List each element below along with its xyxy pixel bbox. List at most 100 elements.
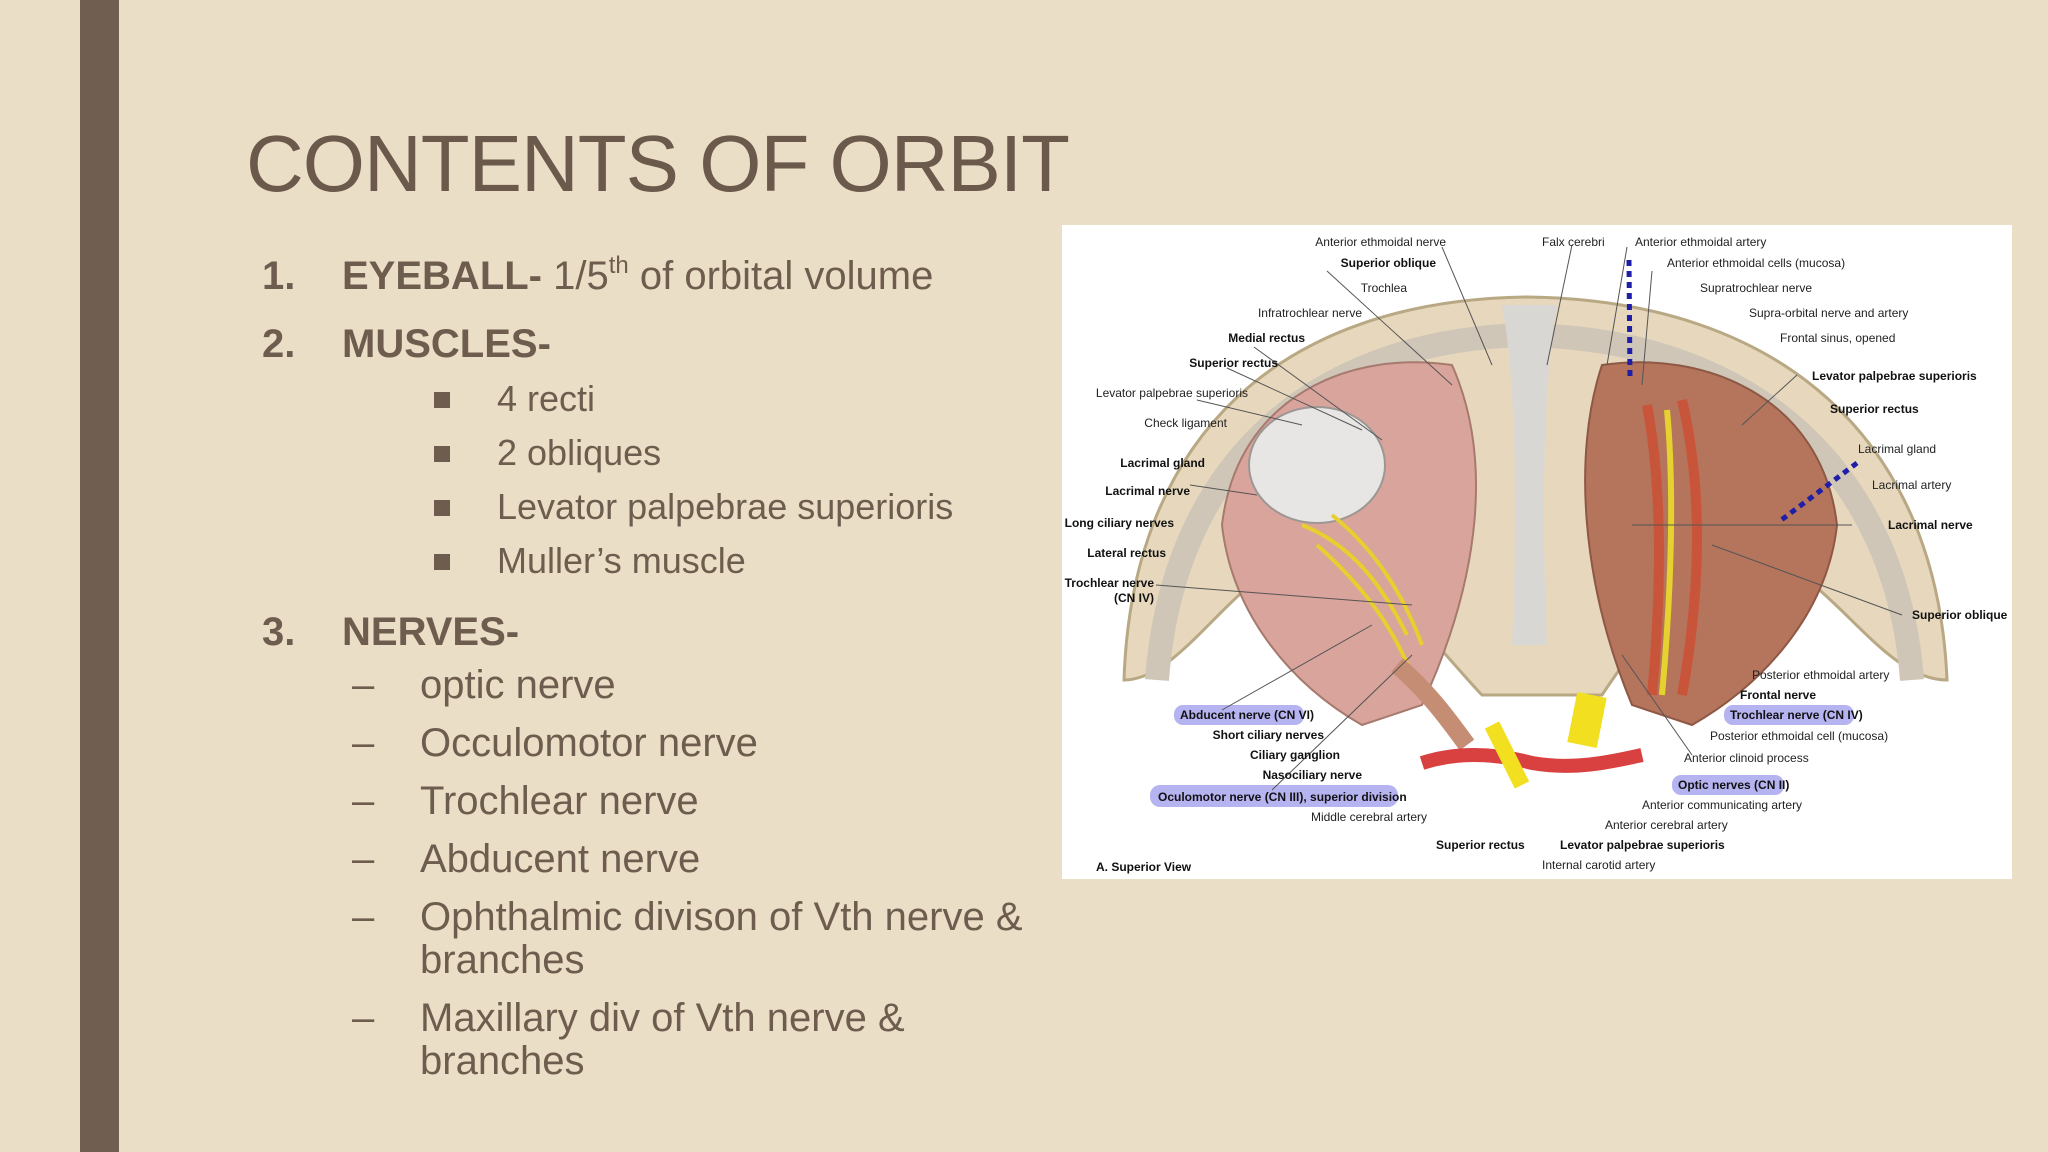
label-ant-ethmoidal-artery: Anterior ethmoidal artery [1635, 235, 1766, 249]
label-lacrimal-gland-right: Lacrimal gland [1858, 442, 1936, 456]
label-optic-nerves: Optic nerves (CN II) [1678, 778, 1789, 792]
label-long-ciliary: Long ciliary nerves [1065, 516, 1175, 530]
optic-nerve-right [1567, 692, 1607, 748]
label-trochlear-nerve-left-1: Trochlear nerve [1065, 576, 1155, 590]
label-lacrimal-artery: Lacrimal artery [1872, 478, 1951, 492]
label-abducent-nerve: Abducent nerve (CN VI) [1180, 708, 1314, 722]
eyeball-fraction: 1/5 [542, 254, 609, 298]
muscle-list: 4 recti 2 obliques Levator palpebrae sup… [262, 372, 1062, 588]
label-oculomotor: Oculomotor nerve (CN III), superior divi… [1158, 790, 1407, 804]
label-superior-oblique-right: Superior oblique [1912, 608, 2008, 622]
list-item: –Maxillary div of Vth nerve & branches [352, 996, 905, 1083]
label-superior-rectus-bottom: Superior rectus [1436, 838, 1525, 852]
label-highlight [1150, 785, 1398, 807]
label-lateral-rectus: Lateral rectus [1087, 546, 1166, 560]
label-medial-rectus: Medial rectus [1228, 331, 1305, 345]
label-lacrimal-nerve-right: Lacrimal nerve [1888, 518, 1973, 532]
right-orbit [1584, 361, 1839, 727]
label-highlight [1724, 705, 1854, 725]
orbit-illustration: Anterior ethmoidal nerve Falx cerebri An… [1065, 235, 2008, 874]
slide-title: CONTENTS OF ORBIT [246, 119, 1070, 208]
section-muscles: 2. MUSCLES- 4 recti 2 obliques Levator p… [262, 318, 1062, 588]
label-check-ligament: Check ligament [1144, 416, 1227, 430]
label-middle-cerebral: Middle cerebral artery [1311, 810, 1427, 824]
label-levator-bottom: Levator palpebrae superioris [1560, 838, 1725, 852]
list-item: 4 recti [262, 372, 1062, 426]
superscript-th: th [608, 252, 629, 279]
label-nasociliary: Nasociliary nerve [1263, 768, 1363, 782]
label-supratrochlear: Supratrochlear nerve [1700, 281, 1812, 295]
falx-region [1502, 305, 1557, 645]
section-nerves: 3. NERVES- –optic nerve –Occulomotor ner… [262, 606, 1062, 1083]
label-lacrimal-gland-left: Lacrimal gland [1120, 456, 1205, 470]
section-eyeball: 1. EYEBALL- 1/5th of orbital volume [262, 250, 1062, 302]
left-eyeball [1248, 406, 1386, 524]
label-trochlear-nerve-left-2: (CN IV) [1114, 591, 1154, 605]
label-levator-left: Levator palpebrae superioris [1096, 386, 1248, 400]
list-item: –Ophthalmic divison of Vth nerve & branc… [352, 895, 1023, 982]
section-heading: MUSCLES- [342, 322, 551, 366]
label-post-ethmoidal-artery: Posterior ethmoidal artery [1752, 668, 1889, 682]
label-infratrochlear: Infratrochlear nerve [1258, 306, 1362, 320]
dash-bullet: – [352, 895, 375, 939]
label-ant-ethmoidal-cells: Anterior ethmoidal cells (mucosa) [1667, 256, 1845, 270]
accent-side-bar [80, 0, 119, 1152]
label-post-ethmoidal-cell: Posterior ethmoidal cell (mucosa) [1710, 729, 1888, 743]
leader-lines [1155, 244, 1903, 791]
square-bullet-icon [434, 446, 450, 462]
label-ant-clinoid: Anterior clinoid process [1684, 751, 1809, 765]
dash-bullet: – [352, 837, 375, 881]
dotted-marker [1626, 259, 1633, 381]
label-short-ciliary: Short ciliary nerves [1213, 728, 1325, 742]
label-ant-communicating: Anterior communicating artery [1642, 798, 1802, 812]
label-supraorbital: Supra-orbital nerve and artery [1749, 306, 1908, 320]
label-highlight [1672, 775, 1784, 795]
list-item: 2 obliques [262, 426, 1062, 480]
label-falx-cerebri: Falx cerebri [1542, 235, 1605, 249]
label-ant-cerebral: Anterior cerebral artery [1605, 818, 1728, 832]
square-bullet-icon [434, 554, 450, 570]
section-heading: NERVES- [342, 610, 520, 654]
eyeball-volume-text: of orbital volume [628, 254, 934, 298]
right-muscle-stripe [1642, 398, 1702, 696]
label-frontal-nerve: Frontal nerve [1740, 688, 1816, 702]
dash-bullet: – [352, 721, 375, 765]
orbit-anatomy-figure: Anterior ethmoidal nerve Falx cerebri An… [1062, 225, 2012, 879]
label-levator-right: Levator palpebrae superioris [1812, 369, 1977, 383]
section-number: 1. [262, 254, 296, 298]
section-heading: EYEBALL- [342, 254, 542, 298]
dash-bullet: – [352, 663, 375, 707]
optic-nerve-left [1391, 658, 1475, 751]
label-superior-rectus-right: Superior rectus [1830, 402, 1919, 416]
label-ant-ethmoidal-nerve: Anterior ethmoidal nerve [1315, 235, 1446, 249]
label-trochlea: Trochlea [1361, 281, 1408, 295]
right-nerve-yellow [1659, 409, 1675, 696]
dash-bullet: – [352, 996, 375, 1040]
square-bullet-icon [434, 392, 450, 408]
section-number: 3. [262, 610, 296, 654]
left-nerve-bundle [1301, 513, 1424, 676]
label-frontal-sinus: Frontal sinus, opened [1780, 331, 1895, 345]
square-bullet-icon [434, 500, 450, 516]
label-highlight [1174, 705, 1304, 725]
label-trochlear-nerve-right: Trochlear nerve (CN IV) [1730, 708, 1863, 722]
list-item: –Occulomotor nerve [352, 721, 758, 765]
section-number: 2. [262, 322, 296, 366]
label-ciliary-ganglion: Ciliary ganglion [1250, 748, 1340, 762]
dotted-marker [1778, 461, 1859, 523]
list-item: Muller’s muscle [262, 534, 1062, 588]
yellow-optic-tract [1484, 721, 1530, 789]
dash-bullet: – [352, 779, 375, 823]
carotid-artery [1419, 748, 1644, 773]
label-superior-rectus-left: Superior rectus [1189, 356, 1278, 370]
figure-caption: A. Superior View [1096, 860, 1192, 874]
list-item: –optic nerve [352, 663, 616, 707]
section-heading-line: EYEBALL- 1/5th of orbital volume [342, 250, 1062, 302]
list-item: –Trochlear nerve [352, 779, 699, 823]
label-superior-oblique-top: Superior oblique [1341, 256, 1437, 270]
list-item: Levator palpebrae superioris [262, 480, 1062, 534]
label-internal-carotid: Internal carotid artery [1542, 858, 1655, 872]
label-lacrimal-nerve-left: Lacrimal nerve [1105, 484, 1190, 498]
list-item: –Abducent nerve [352, 837, 701, 881]
nerve-list: –optic nerve –Occulomotor nerve –Trochle… [262, 664, 1062, 1083]
